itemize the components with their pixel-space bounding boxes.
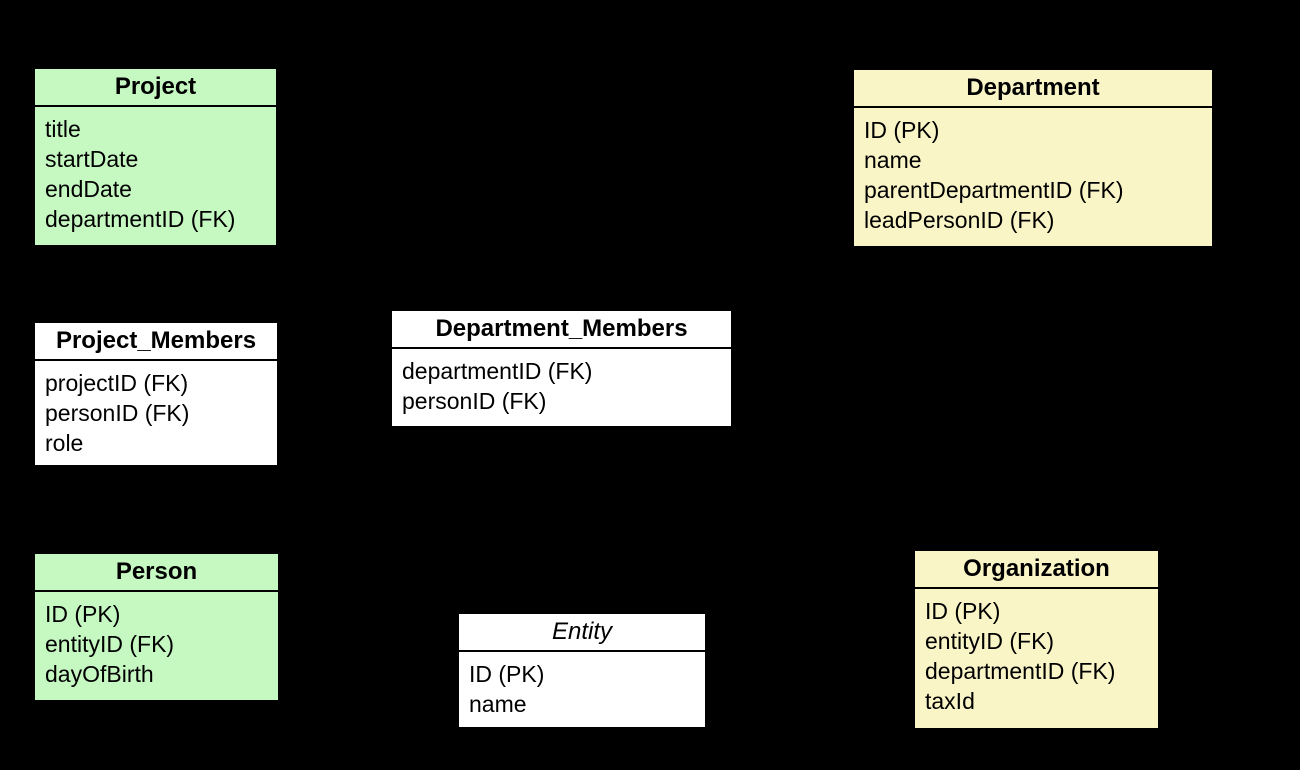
table-field: entityID (FK) [45, 631, 175, 657]
table-fields: ID (PK) entityID (FK) dayOfBirth [35, 592, 278, 689]
table-title: Project_Members [35, 323, 277, 361]
table-field: leadPersonID (FK) [864, 207, 1055, 233]
table-field: departmentID (FK) [925, 658, 1116, 684]
table-field: ID (PK) [925, 598, 1001, 624]
table-fields: ID (PK) name parentDepartmentID (FK) lea… [854, 108, 1212, 235]
table-department: Department ID (PK) name parentDepartment… [852, 68, 1214, 248]
table-fields: ID (PK) name [459, 652, 705, 719]
table-field: ID (PK) [469, 661, 545, 687]
table-field: name [469, 691, 527, 717]
table-fields: title startDate endDate departmentID (FK… [35, 107, 276, 234]
table-title: Project [35, 69, 276, 107]
table-field: ID (PK) [45, 601, 121, 627]
table-field: dayOfBirth [45, 661, 154, 687]
table-field: departmentID (FK) [45, 206, 236, 232]
table-field: role [45, 430, 84, 456]
table-fields: departmentID (FK) personID (FK) [392, 349, 731, 416]
table-field: title [45, 116, 81, 142]
table-title: Organization [915, 551, 1158, 589]
table-field: personID (FK) [45, 400, 190, 426]
table-title: Entity [459, 614, 705, 652]
table-department-members: Department_Members departmentID (FK) per… [390, 309, 733, 428]
table-field: ID (PK) [864, 117, 940, 143]
table-fields: ID (PK) entityID (FK) departmentID (FK) … [915, 589, 1158, 716]
table-field: departmentID (FK) [402, 358, 593, 384]
table-project-members: Project_Members projectID (FK) personID … [33, 321, 279, 467]
table-field: endDate [45, 176, 132, 202]
table-fields: projectID (FK) personID (FK) role [35, 361, 277, 458]
table-title: Department_Members [392, 311, 731, 349]
table-field: personID (FK) [402, 388, 547, 414]
table-field: taxId [925, 688, 975, 714]
table-organization: Organization ID (PK) entityID (FK) depar… [913, 549, 1160, 730]
table-field: entityID (FK) [925, 628, 1055, 654]
table-field: startDate [45, 146, 139, 172]
table-entity: Entity ID (PK) name [457, 612, 707, 729]
table-person: Person ID (PK) entityID (FK) dayOfBirth [33, 552, 280, 702]
table-field: parentDepartmentID (FK) [864, 177, 1124, 203]
table-project: Project title startDate endDate departme… [33, 67, 278, 247]
table-field: projectID (FK) [45, 370, 189, 396]
table-title: Department [854, 70, 1212, 108]
table-field: name [864, 147, 922, 173]
table-title: Person [35, 554, 278, 592]
